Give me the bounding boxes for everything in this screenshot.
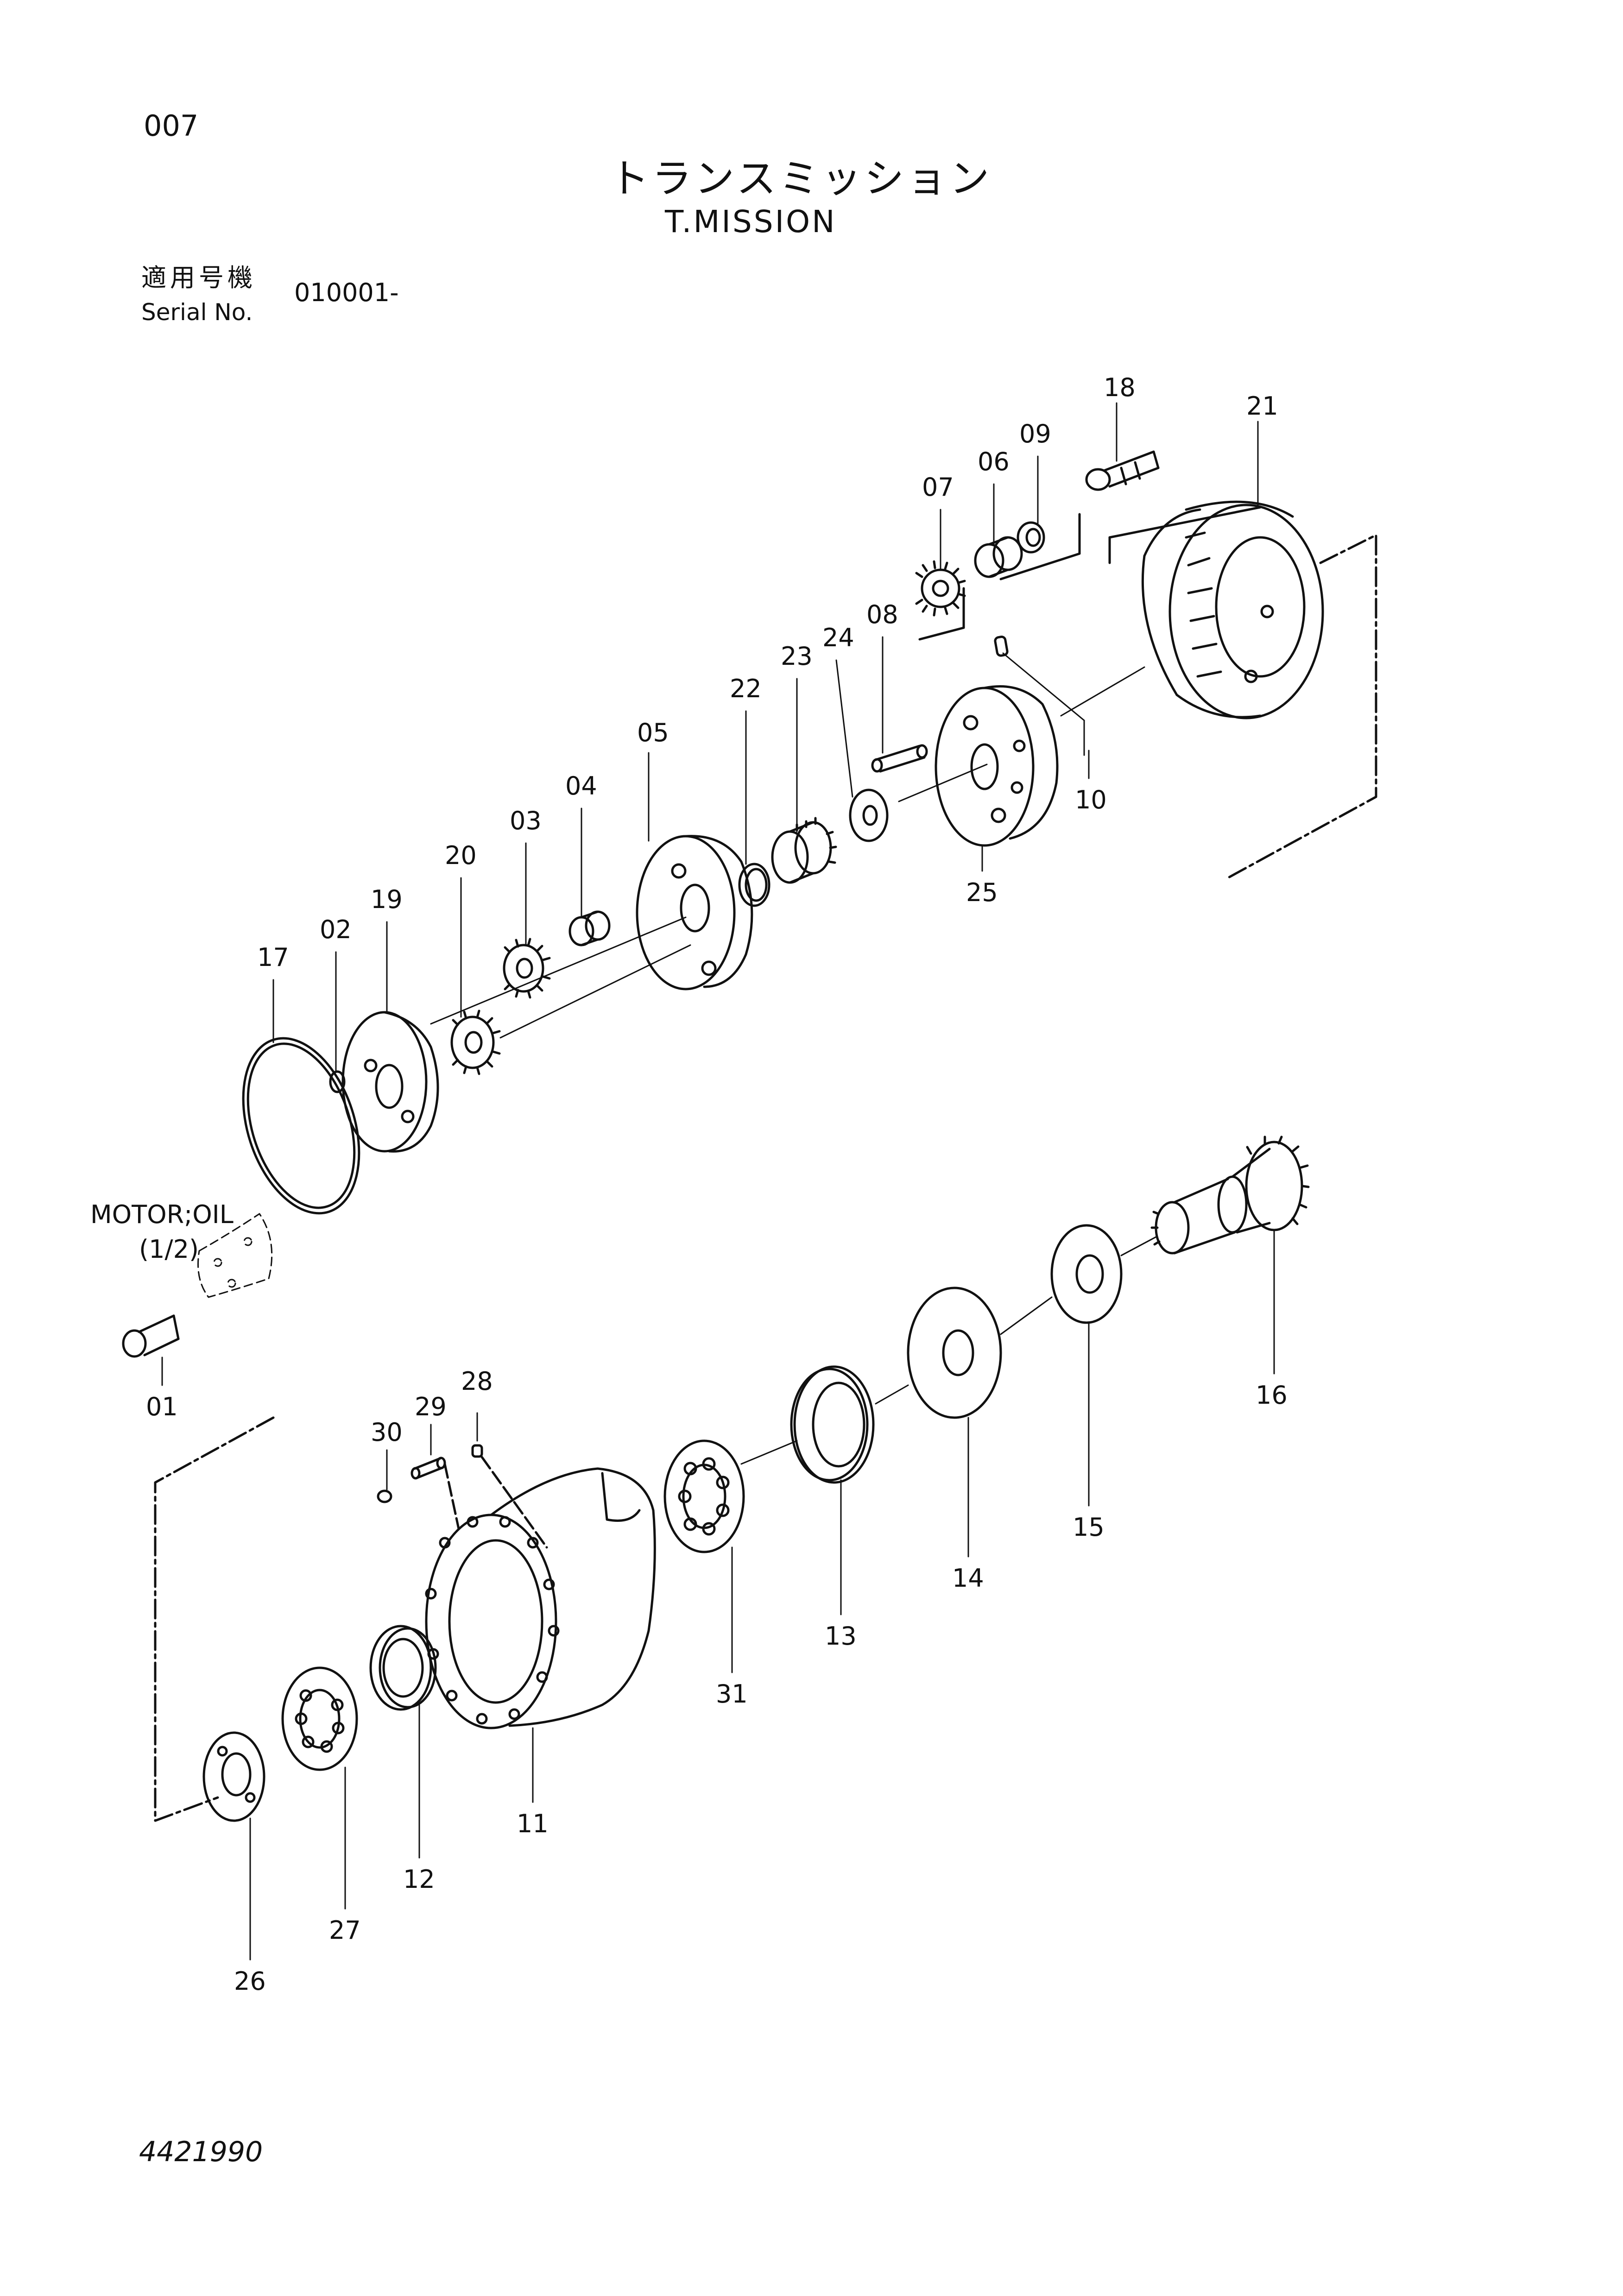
bracket-upper (918, 513, 1081, 641)
callout-05: 05 (637, 718, 669, 747)
part-30-screw (377, 1489, 392, 1503)
part-08-shaft (871, 744, 928, 773)
part-28-plug (471, 1444, 483, 1458)
callout-27: 27 (329, 1916, 361, 1945)
axis-29 (443, 1463, 460, 1530)
part-09-collar (1017, 521, 1045, 554)
callout-28: 28 (461, 1367, 493, 1396)
part-19-thrust-plate (341, 1011, 439, 1153)
callout-12: 12 (403, 1865, 435, 1894)
part-23-sun-gear (771, 817, 837, 884)
serial-number-value: 010001- (294, 278, 399, 307)
callout-07: 07 (922, 473, 954, 502)
callout-24: 24 (822, 623, 854, 652)
title-japanese: トランスミッション (609, 156, 992, 202)
axis-28 (480, 1456, 548, 1549)
part-22-snap-ring (738, 863, 770, 907)
bracket-lower (154, 1416, 275, 1822)
title-english: T.MISSION (665, 204, 837, 240)
callout-03: 03 (510, 806, 542, 835)
part-05-carrier (636, 835, 753, 990)
part-16-shaft (1150, 1135, 1310, 1255)
callout-25: 25 (966, 878, 998, 907)
axis-lines-lower (740, 1236, 1157, 1465)
part-21-ring-gear (1141, 500, 1324, 719)
part-14-washer (907, 1287, 1002, 1419)
callout-19: 19 (371, 885, 403, 914)
callout-11: 11 (517, 1809, 549, 1838)
callout-26: 26 (234, 1967, 266, 1996)
callout-23: 23 (781, 642, 813, 671)
axis-lines-upper (430, 652, 1145, 1039)
callout-30: 30 (371, 1418, 403, 1447)
part-26-retainer (202, 1731, 265, 1822)
callout-15: 15 (1073, 1513, 1105, 1542)
reference-note-line2: (1/2) (139, 1235, 199, 1264)
part-13-seal (790, 1365, 875, 1484)
part-15-spacer (1050, 1224, 1123, 1324)
part-31-bearing (663, 1439, 745, 1553)
leader-lines (161, 402, 1275, 1961)
callout-14: 14 (952, 1564, 984, 1593)
part-29-pin (410, 1457, 446, 1480)
serial-label-english: Serial No. (141, 299, 253, 326)
part-20-planet-gear (450, 1009, 501, 1075)
part-12-oil-seal (369, 1625, 437, 1711)
callout-31: 31 (716, 1679, 748, 1709)
callout-01: 01 (146, 1392, 178, 1421)
page-number: 007 (144, 109, 199, 143)
part-02-ring (329, 1070, 346, 1093)
callout-21: 21 (1246, 391, 1278, 421)
callout-10: 10 (1075, 785, 1107, 814)
reference-note-line1: MOTOR;OIL (90, 1200, 234, 1229)
callout-09: 09 (1019, 419, 1051, 448)
callout-08: 08 (866, 600, 898, 629)
callout-16: 16 (1256, 1381, 1288, 1410)
callout-04: 04 (565, 771, 597, 801)
reference-motor-oil-shape (197, 1213, 273, 1298)
callout-29: 29 (415, 1392, 447, 1421)
callout-labels: 18 21 09 06 07 08 24 23 22 05 04 03 20 1… (90, 373, 1288, 1996)
callout-20: 20 (445, 841, 477, 870)
part-24-washer (849, 788, 889, 842)
bracket-21 (1226, 534, 1377, 879)
callout-17: 17 (257, 943, 289, 972)
callout-13: 13 (825, 1621, 857, 1651)
callout-18: 18 (1104, 373, 1136, 402)
callout-06: 06 (978, 447, 1010, 476)
callout-02: 02 (320, 915, 352, 944)
part-25-carrier (935, 685, 1059, 847)
part-04-needle-bearing (568, 910, 611, 946)
part-03-planet-gear (503, 938, 551, 999)
bracket-18-b (1108, 506, 1262, 539)
drawing-number: 4421990 (139, 2136, 263, 2168)
part-17-o-ring (242, 1037, 360, 1215)
serial-label-japanese: 適用号機 (141, 263, 256, 292)
part-01-bolt (122, 1314, 180, 1358)
part-11-housing (425, 1467, 656, 1729)
callout-22: 22 (730, 674, 762, 703)
part-18-bolt (1085, 450, 1160, 491)
part-06-needle-bearing (974, 536, 1023, 578)
part-27-bearing (281, 1666, 358, 1771)
part-10-pin (994, 635, 1009, 657)
